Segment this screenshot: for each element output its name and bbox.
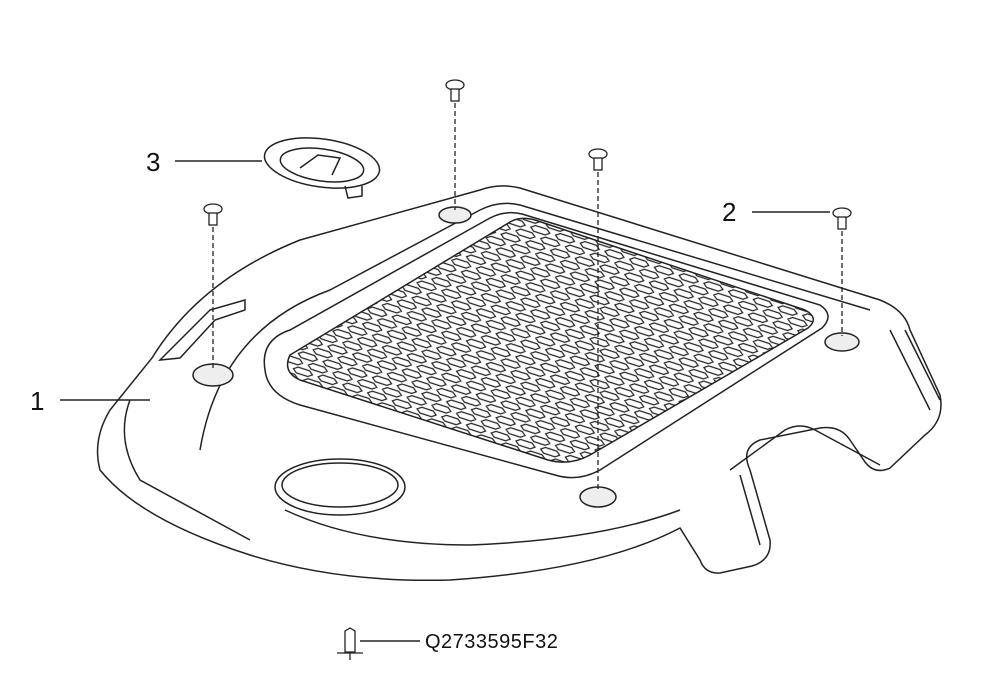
screw-icon [203,203,223,368]
screws [203,79,852,490]
part-number: Q2733595F32 [425,631,559,653]
callout-1: 1 [30,386,45,416]
screw-icon [445,79,465,210]
cap-part [263,137,381,199]
callout-3: 3 [146,147,161,177]
leader-lines [60,160,830,642]
callout-2: 2 [722,197,737,227]
screw-icon [337,627,363,660]
round-recess [274,458,406,516]
screw-icon [832,207,852,336]
screw-icon [588,148,608,490]
